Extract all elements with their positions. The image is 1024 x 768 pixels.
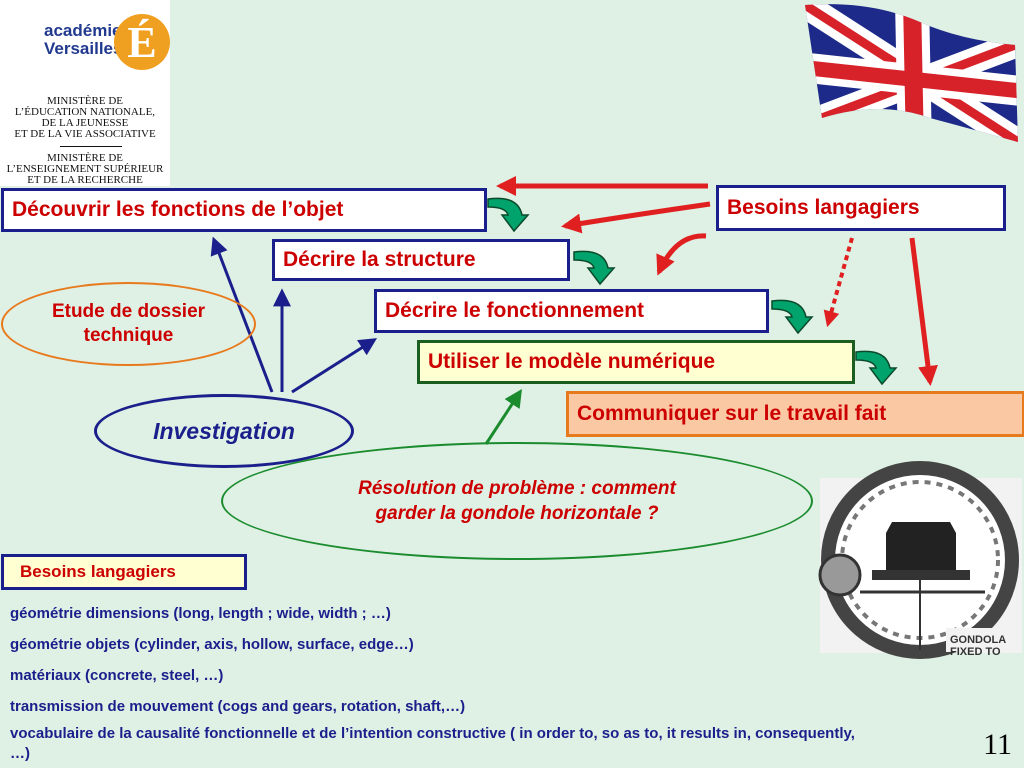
ministry1-line: DE LA JEUNESSE	[41, 117, 129, 129]
vocab-item-materiaux: matériaux (concrete, steel, …)	[10, 667, 224, 684]
vocab-title-box: Besoins langagiers	[1, 554, 247, 590]
green-arrow-icon	[771, 299, 814, 335]
uk-flag-icon	[805, 4, 1018, 142]
ministry-education: MINISTÈRE DE L’ÉDUCATION NATIONALE, DE L…	[0, 96, 170, 140]
red-dotted-arrow-to-utiliser	[823, 237, 854, 328]
step-communiquer: Communiquer sur le travail fait	[566, 391, 1024, 437]
green-arrow-to-utiliser	[484, 388, 522, 445]
step-decouvrir-label: Découvrir les fonctions de l’objet	[12, 198, 344, 221]
step-decrire-fonctionnement: Décrire le fonctionnement	[374, 289, 769, 333]
oval-investigation-label: Investigation	[153, 417, 295, 444]
green-arrow-icon	[573, 250, 616, 286]
step-decouvrir: Découvrir les fonctions de l’objet	[1, 188, 487, 232]
ministry2-line: L’ENSEIGNEMENT SUPÉRIEUR	[6, 163, 164, 175]
vocab-item-geometrie-objets: géométrie objets (cylinder, axis, hollow…	[10, 636, 414, 653]
academie-logo: académie Versailles É MINISTÈRE DE L’ÉDU…	[0, 0, 170, 186]
step-utiliser-modele: Utiliser le modèle numérique	[417, 340, 855, 384]
gondola-label-2: FIXED TO	[950, 646, 1001, 658]
ministry2-line: ET DE LA RECHERCHE	[27, 174, 143, 186]
besoins-langagiers-label: Besoins langagiers	[727, 196, 920, 219]
oval-resolution-line-2: garder la gondole horizontale ?	[375, 503, 659, 524]
page-number: 11	[983, 728, 1012, 761]
vocab-item-geometrie-dimensions: géométrie dimensions (long, length ; wid…	[10, 605, 391, 622]
besoins-langagiers-box: Besoins langagiers	[716, 185, 1006, 231]
ministry1-line: MINISTÈRE DE	[46, 95, 124, 107]
red-arrow-to-communiquer	[909, 237, 938, 386]
step-communiquer-label: Communiquer sur le travail fait	[577, 402, 887, 425]
oval-investigation: Investigation	[94, 394, 354, 468]
green-arrow-icon	[855, 350, 898, 386]
ministry2-line: MINISTÈRE DE	[46, 152, 124, 164]
logo-academie-text: académie Versailles	[44, 21, 123, 58]
ministry1-line: L’ÉDUCATION NATIONALE,	[14, 106, 156, 118]
oval-etude-label: Etude de dossier technique	[51, 301, 206, 346]
vocab-item-transmission: transmission de mouvement (cogs and gear…	[10, 698, 466, 715]
gondola-label: GONDOLA	[950, 634, 1006, 646]
red-arrow-to-fonctionnement	[656, 233, 707, 276]
oval-resolution-probleme: Résolution de problème : comment garder …	[221, 442, 813, 560]
vocab-title: Besoins langagiers	[20, 562, 176, 581]
logo-academie-word: académie	[44, 21, 122, 40]
step-utiliser-label: Utiliser le modèle numérique	[428, 350, 716, 373]
oval-resolution-line-1: Résolution de problème : comment	[358, 478, 676, 499]
step-fonctionnement-label: Décrire le fonctionnement	[385, 299, 645, 322]
navy-arrow-to-fonctionnement	[291, 338, 378, 394]
oval-etude-dossier: Etude de dossier technique	[1, 282, 256, 366]
green-arrow-icon	[487, 197, 530, 233]
ministry1-line: ET DE LA VIE ASSOCIATIVE	[14, 128, 156, 140]
step-structure-label: Décrire la structure	[283, 248, 476, 271]
gondola-image: GONDOLA FIXED TO	[818, 461, 1022, 659]
ministry-divider	[60, 146, 122, 147]
logo-versailles-word: Versailles	[44, 39, 123, 58]
step-decrire-structure: Décrire la structure	[272, 239, 570, 281]
vocab-item-causalite: vocabulaire de la causalité fonctionnell…	[10, 725, 855, 762]
logo-e-icon: É	[114, 14, 170, 70]
ministry-recherche: MINISTÈRE DE L’ENSEIGNEMENT SUPÉRIEUR ET…	[0, 153, 170, 186]
red-arrow-to-structure	[561, 201, 711, 234]
